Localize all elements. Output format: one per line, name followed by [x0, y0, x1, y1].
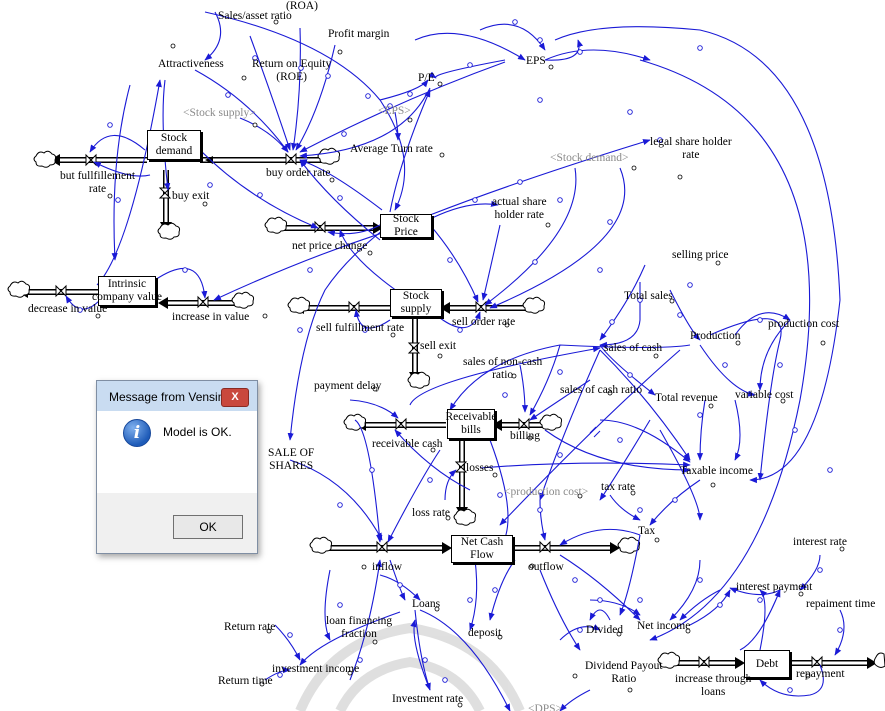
label-return-on-equity[interactable]: Return on Equity (ROE)	[252, 58, 332, 83]
label-dividend-payout-ratio[interactable]: Dividend Payout Ratio	[585, 660, 663, 685]
clouds	[7, 147, 885, 669]
dialog-close-button[interactable]: X	[221, 388, 249, 407]
label-taxable-income[interactable]: Taxable income	[680, 465, 753, 477]
label-loans[interactable]: Loans	[412, 598, 441, 610]
label-total-revenue[interactable]: Total revenue	[655, 392, 718, 404]
label-total-sales[interactable]: Total sales	[624, 290, 673, 302]
label-actual-share-holder-rate[interactable]: actual share holder rate	[492, 196, 547, 221]
label-billing[interactable]: billing	[510, 430, 541, 442]
label-decrease-in-value[interactable]: decrease in value	[28, 303, 108, 315]
label-variable-cost[interactable]: variable cost	[735, 389, 794, 401]
causal-links	[65, 11, 845, 711]
label-roa[interactable]: (ROA)	[286, 0, 318, 12]
watermark-ornament	[295, 622, 525, 711]
label-production-cost[interactable]: production cost	[768, 318, 840, 330]
label-sales-asset-ratio[interactable]: Sales/asset ratio	[218, 10, 292, 22]
label-tax-rate[interactable]: tax rate	[601, 481, 636, 493]
ok-button[interactable]: OK	[173, 515, 243, 539]
label-shadow-stock-demand[interactable]: <Stock demand>	[550, 152, 629, 164]
stock-stock-supply[interactable]: Stock supply	[390, 289, 442, 317]
label-receivable-cash[interactable]: receivable cash	[372, 438, 443, 450]
label-sales-of-cash[interactable]: sales of cash	[604, 342, 663, 354]
label-sell-order-rate[interactable]: sell order rate	[452, 316, 516, 328]
dialog-titlebar[interactable]: Message from Vensim X	[97, 381, 257, 411]
label-repaiment-time[interactable]: repaiment time	[806, 598, 876, 610]
label-inflow[interactable]: inflow	[372, 561, 403, 573]
label-investment-income[interactable]: investment income	[272, 663, 360, 675]
dialog-message: Model is OK.	[163, 425, 232, 439]
label-increase-in-value[interactable]: increase in value	[172, 311, 250, 323]
label-repayment[interactable]: repayment	[796, 668, 845, 680]
label-selling-price[interactable]: selling price	[672, 249, 729, 261]
label-payment-delay[interactable]: payment delay	[314, 380, 382, 392]
stock-intrinsic-company-value[interactable]: Intrinsic company value	[92, 276, 162, 306]
label-net-price-change[interactable]: net price change	[292, 240, 368, 252]
label-sell-fulfillment-rate[interactable]: sell fulfillment rate	[316, 322, 405, 334]
label-profit-margin[interactable]: Profit margin	[328, 28, 390, 40]
dialog-body	[97, 411, 257, 493]
label-net-income[interactable]: Net income	[637, 620, 691, 632]
label-deposit[interactable]: deposit	[468, 627, 502, 639]
label-shadow-stock-supply[interactable]: <Stock supply>	[183, 107, 256, 119]
variable-markers	[95, 19, 845, 708]
label-losses[interactable]: losses	[466, 462, 494, 474]
label-sale-of-shares[interactable]: SALE OF SHARES	[268, 447, 315, 472]
label-outflow[interactable]: outflow	[528, 561, 564, 573]
label-production[interactable]: Production	[690, 330, 741, 342]
label-tax[interactable]: Tax	[638, 525, 656, 537]
stock-stock-price[interactable]: Stock Price	[380, 213, 432, 238]
label-shadow-eps[interactable]: <EPS>	[378, 105, 411, 117]
label-average-turn-rate[interactable]: Average Turn rate	[350, 143, 433, 155]
dialog-title: Message from Vensim	[109, 390, 228, 404]
label-eps[interactable]: EPS	[526, 55, 546, 67]
label-sales-of-non-cash-ratio[interactable]: sales of non-cash ratio	[463, 356, 543, 381]
label-shadow-production-cost[interactable]: <production cost>	[504, 486, 589, 498]
label-shadow-dps[interactable]: <DPS>	[528, 703, 563, 711]
label-interest-rate[interactable]: interest rate	[793, 536, 847, 548]
label-sales-of-cash-ratio[interactable]: sales of cash ratio	[560, 384, 643, 396]
label-buy-exit[interactable]: buy exit	[172, 190, 210, 202]
label-but-fullfillement-rate[interactable]: but fullfillement rate	[60, 170, 136, 195]
stock-receivable-bills[interactable]: Receivable bills	[445, 409, 497, 439]
label-loan-financing-fraction[interactable]: loan financing fraction	[326, 615, 393, 640]
label-buy-order-rate[interactable]: buy order rate	[266, 167, 331, 179]
label-pe[interactable]: P/E	[418, 72, 435, 84]
stock-stock-demand[interactable]: Stock demand	[147, 130, 201, 160]
label-divided[interactable]: Divided	[586, 624, 624, 636]
label-increase-through-loans[interactable]: increase through loans	[675, 673, 752, 698]
label-return-time[interactable]: Return time	[218, 675, 273, 687]
label-return-rate[interactable]: Return rate	[224, 621, 276, 633]
label-attractiveness[interactable]: Attractiveness	[158, 58, 224, 70]
info-icon: i	[123, 419, 151, 447]
label-interest-payment[interactable]: interest payment	[736, 581, 813, 593]
label-investment-rate[interactable]: Investment rate	[392, 693, 464, 705]
stock-net-cash-flow[interactable]: Net Cash Flow	[451, 535, 513, 563]
label-legal-share-holder-rate[interactable]: legal share holder rate	[650, 136, 732, 161]
stock-debt[interactable]: Debt	[744, 650, 790, 678]
message-dialog: Message from Vensim X i Model is OK. OK	[96, 380, 258, 554]
label-sell-exit[interactable]: sell exit	[420, 340, 457, 352]
label-loss-rate[interactable]: loss rate	[412, 507, 451, 519]
link-dots	[77, 19, 843, 693]
